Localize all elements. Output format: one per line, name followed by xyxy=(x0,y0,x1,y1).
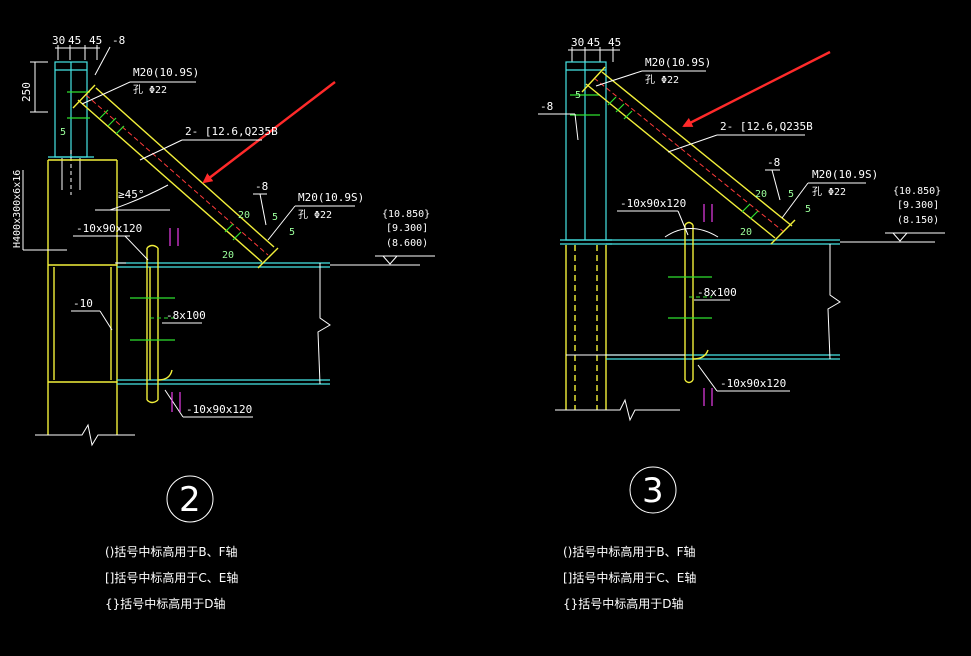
top-dimension-group: 30 45 45 -8 xyxy=(52,34,125,76)
dim-30-3: 30 xyxy=(571,36,584,49)
weld-20b-3: 20 xyxy=(740,227,752,238)
brace-label-3: 2- [12.6,Q235B xyxy=(720,120,813,133)
note-3-line3: {}括号中标高用于D轴 xyxy=(563,596,684,611)
elev-d-3: {10.850} xyxy=(893,186,941,197)
angle-label: ≥45° xyxy=(118,188,145,201)
web-10-label: -10 xyxy=(73,297,93,310)
dim-30: 30 xyxy=(52,34,65,47)
bolt-top-label: M20(10.9S) xyxy=(133,66,199,79)
plate-8-label: -8 xyxy=(255,180,268,193)
plate-8x100-label-3: -8x100 xyxy=(697,286,737,299)
column-3 xyxy=(565,245,607,410)
weld-5a: 5 xyxy=(272,212,278,223)
brace-3 xyxy=(581,66,796,245)
detail-2-circle xyxy=(166,475,214,523)
dim-45b: 45 xyxy=(89,34,102,47)
detail-2-number: 2 xyxy=(179,480,201,520)
beam-3 xyxy=(566,221,841,384)
dim-45b-3: 45 xyxy=(608,36,621,49)
weld-5b: 5 xyxy=(289,227,295,238)
dim-plate-8: -8 xyxy=(112,34,125,47)
stiffener-bottom-label: -10x90x120 xyxy=(186,403,252,416)
stiffener-top-label-3: -10x90x120 xyxy=(620,197,686,210)
detail-2: 30 45 45 -8 250 xyxy=(12,34,435,611)
dim-45a-3: 45 xyxy=(587,36,600,49)
column-label: H400x300x6x16 xyxy=(12,170,23,248)
plate-8x100-label: -8x100 xyxy=(166,309,206,322)
weld-5-top: 5 xyxy=(60,127,66,138)
hole-low-label: 孔 Φ22 xyxy=(298,209,332,221)
weld-5a-3: 5 xyxy=(788,189,794,200)
elev-ce: [9.300] xyxy=(386,223,428,234)
brace-2 xyxy=(72,84,279,269)
note-2-line2: []括号中标高用于C、E轴 xyxy=(105,570,238,585)
stiffener-bottom-label-3: -10x90x120 xyxy=(720,377,786,390)
top-dimension-group-3: 30 45 45 xyxy=(568,36,621,62)
bolt-low-label-3: M20(10.9S) xyxy=(812,168,878,181)
elev-bf: (8.600) xyxy=(386,238,428,249)
weld-5-top-3: 5 xyxy=(575,90,581,101)
note-3-line1: ()括号中标高用于B、F轴 xyxy=(563,544,696,559)
hole-top-label: 孔 Φ22 xyxy=(133,84,167,96)
detail-3-circle xyxy=(629,466,677,514)
hole-low-label-3: 孔 Φ22 xyxy=(812,186,846,198)
red-arrow-3 xyxy=(682,50,831,128)
elev-d: {10.850} xyxy=(382,209,430,220)
red-arrow-2 xyxy=(202,81,336,184)
note-2-line1: ()括号中标高用于B、F轴 xyxy=(105,544,238,559)
plate-8-label-3: -8 xyxy=(540,100,553,113)
weld-20: 20 xyxy=(238,210,250,221)
hole-top-label-3: 孔 Φ22 xyxy=(645,74,679,86)
column-2 xyxy=(47,159,118,435)
bolt-top-label-3: M20(10.9S) xyxy=(645,56,711,69)
dim-250: 250 xyxy=(20,82,33,102)
detail-3-number: 3 xyxy=(642,471,664,511)
elev-ce-3: [9.300] xyxy=(897,200,939,211)
note-2-line3: {}括号中标高用于D轴 xyxy=(105,596,226,611)
dim-45a: 45 xyxy=(68,34,81,47)
weld-20b: 20 xyxy=(222,250,234,261)
weld-5b-3: 5 xyxy=(805,204,811,215)
stiffener-top-label: -10x90x120 xyxy=(76,222,142,235)
detail-3: 30 45 45 -8 xyxy=(538,36,945,611)
weld-20-3: 20 xyxy=(755,189,767,200)
bolt-low-label: M20(10.9S) xyxy=(298,191,364,204)
elev-bf-3: (8.150) xyxy=(897,215,939,226)
note-3-line2: []括号中标高用于C、E轴 xyxy=(563,570,696,585)
beam-2 xyxy=(117,244,331,404)
plate-8-label-3b: -8 xyxy=(767,156,780,169)
brace-label: 2- [12.6,Q235B xyxy=(185,125,278,138)
